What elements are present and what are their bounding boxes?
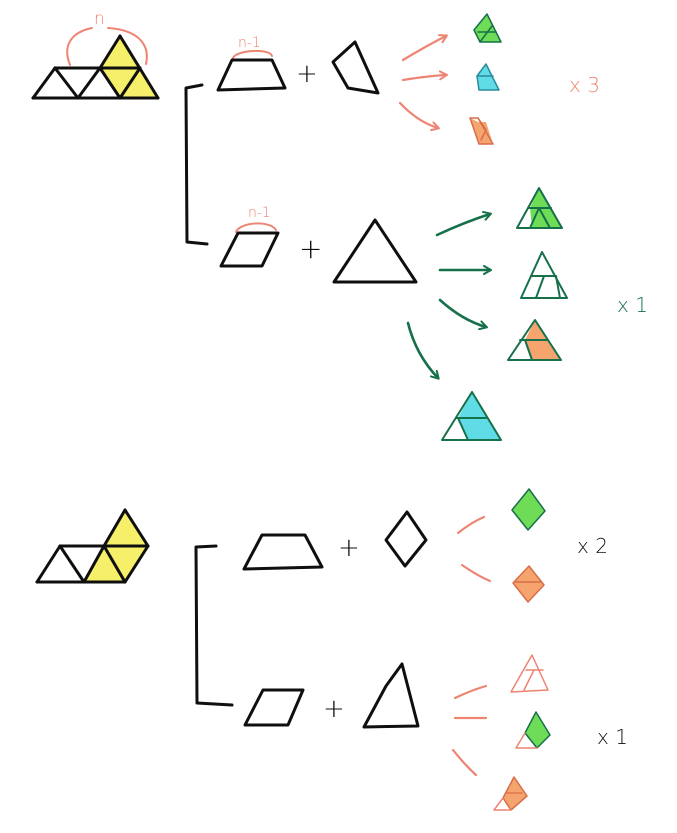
piece-green-mixed [515,711,551,749]
n-minus-1-label-top: n-1 [238,35,261,51]
n-bracket-right [107,27,148,65]
dash-salmon-1 [456,515,486,535]
piece-orange-triangle [507,319,562,361]
n-bracket-left [66,27,93,66]
n-label: n [94,9,105,29]
dash-salmon-3 [453,684,488,700]
branch-top-2: n-1 + [219,187,648,441]
branch-bottom-1: + x 2 [242,488,608,603]
multiplier-x2: x 2 [577,534,608,558]
piece-orange-bottom [493,776,528,811]
arrow-green-4 [406,321,440,380]
branch-top-1: n-1 + [216,13,600,145]
piece-outline-salmon [510,654,549,693]
piece-cyan-small [476,63,500,91]
plus-sign-1: + [296,59,318,89]
trapezoid-shape [216,58,287,92]
piece-green-rhombus [511,488,546,531]
arrow-salmon-2 [401,70,448,82]
quad-shape [331,40,380,95]
parallelogram-shape [219,231,280,268]
arrow-salmon-3 [398,101,440,132]
n-minus-1-label-mid: n-1 [248,205,271,221]
plus-sign-4: + [323,694,345,724]
bottom-bracket [194,544,234,707]
piece-outline-triangle [520,251,568,299]
dash-salmon-2 [460,563,492,583]
piece-cyan-triangle [441,391,502,441]
arrow-green-1 [435,211,492,237]
branch-bottom-2: + x 1 [243,654,628,811]
quad-shape-bottom [362,662,420,729]
trapezoid-shape-bottom [242,533,324,571]
piece-green-small [473,13,502,43]
multiplier-x1-bottom: x 1 [597,725,628,749]
arrow-salmon-1 [401,34,448,62]
n-minus-1-bracket-top [232,50,273,59]
parallelogram-shape-bottom [243,688,305,727]
piece-green-triangle [516,187,563,229]
plus-sign-2: + [299,232,322,265]
triangle-shape [332,218,418,284]
arrow-green-3 [438,298,488,331]
piece-orange-small [469,117,494,145]
n-minus-1-bracket-mid [235,222,277,233]
dash-salmon-5 [451,748,478,777]
top-triangle-figure: n [31,9,160,100]
bottom-triangle-figure [35,508,150,584]
top-bracket [184,83,209,246]
plus-sign-3: + [338,533,360,563]
piece-orange-rhombus [512,565,545,603]
rhombus-shape [384,510,428,568]
multiplier-x3: x 3 [569,73,600,97]
multiplier-x1-green: x 1 [617,293,648,317]
